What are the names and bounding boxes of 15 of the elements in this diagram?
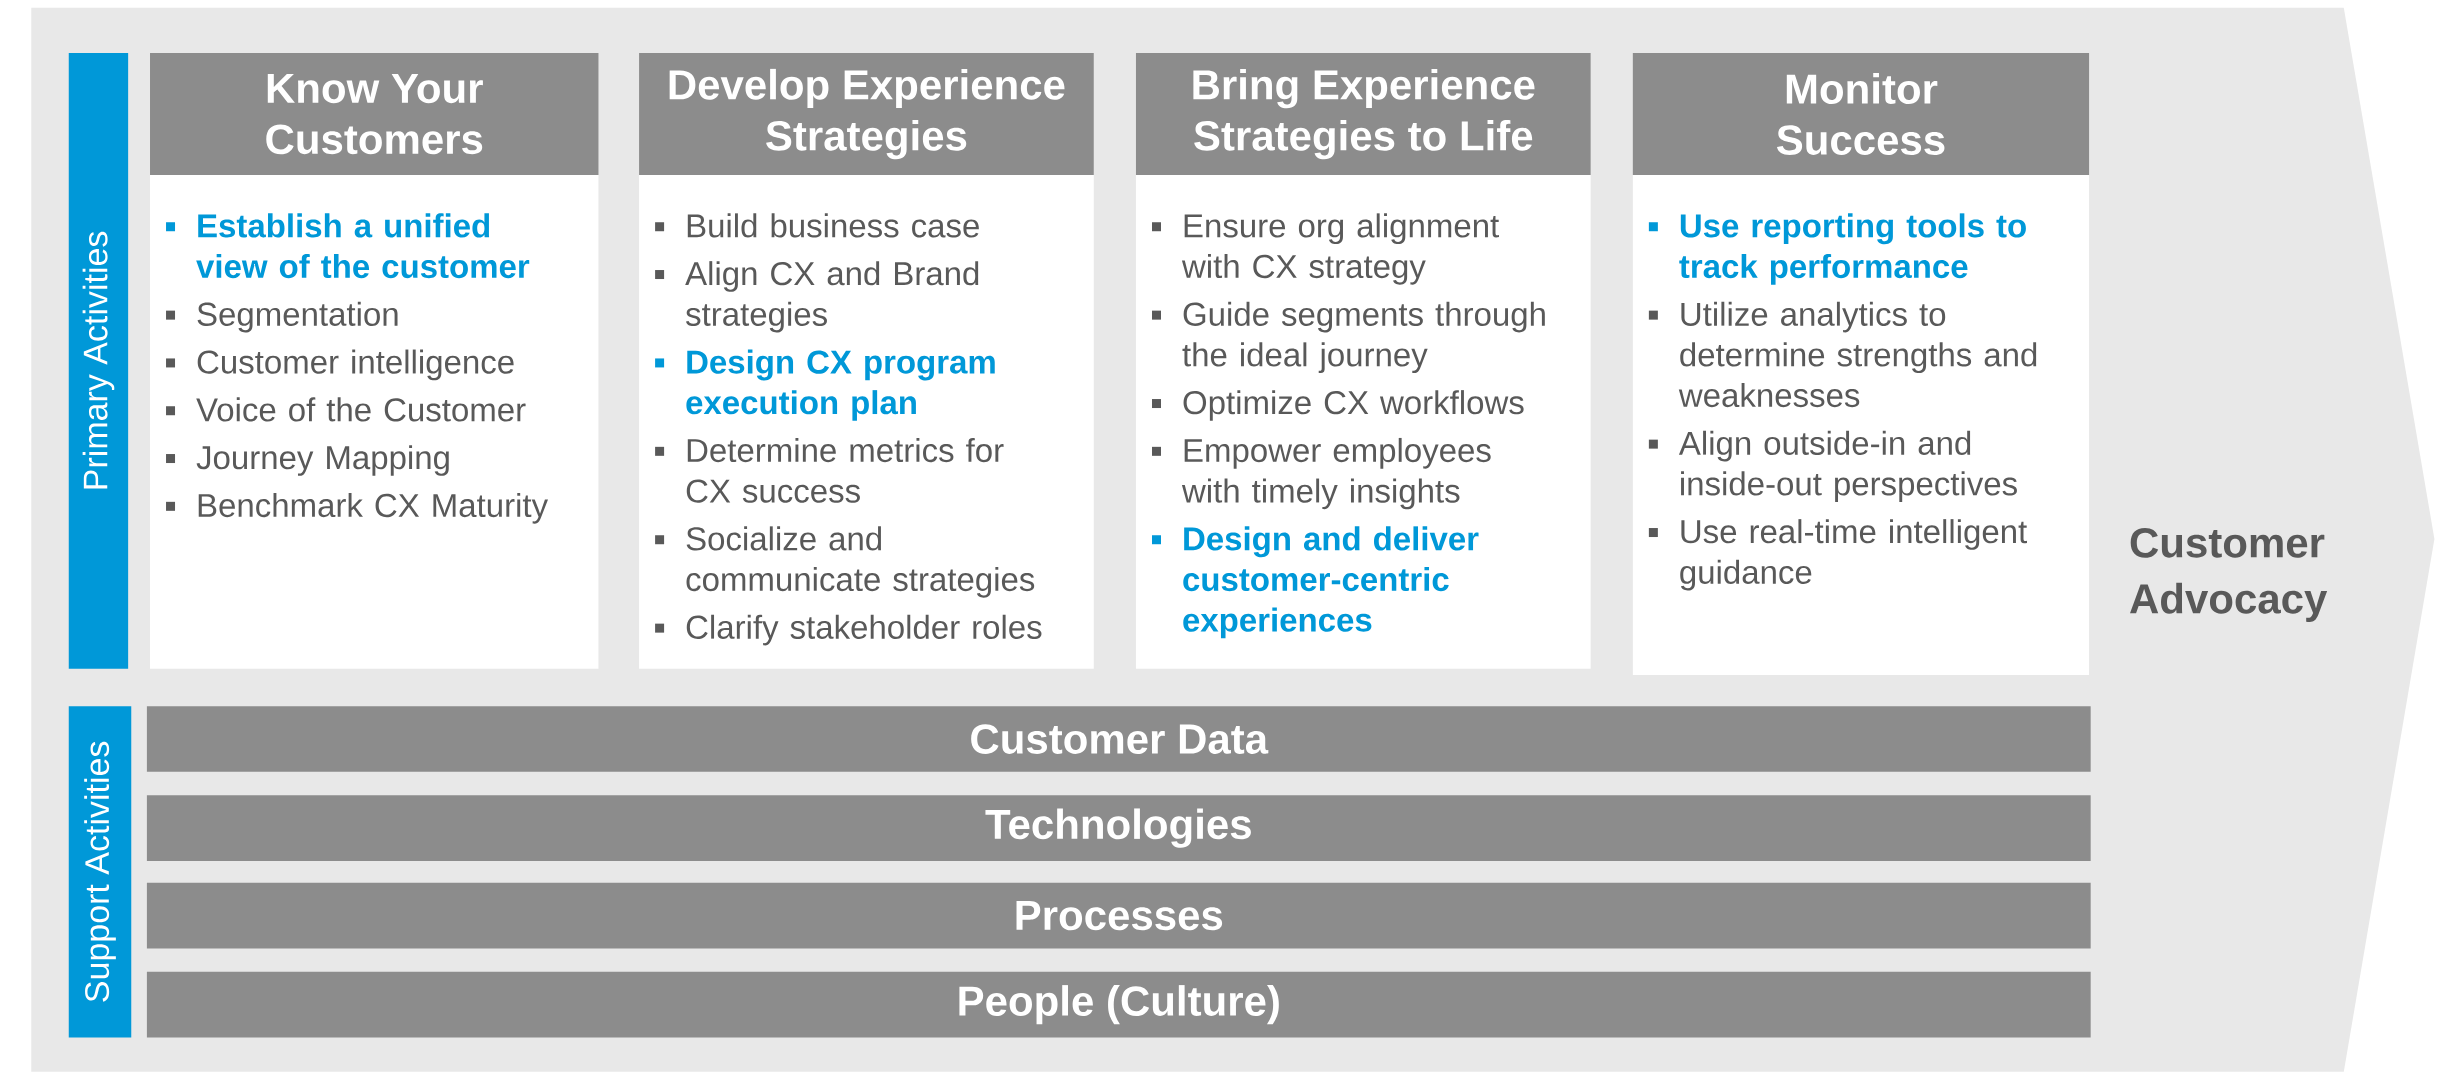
support-bar: Technologies [146,795,2091,861]
support-bar: Customer Data [146,706,2091,772]
outcome-label: Customer Advocacy [2130,527,2328,622]
activity-list-box: Use reporting tools to track performance Utilize analytics to determine strengths and weaknesses Align outside-in and inside-out perspectives Use real-time intelligent guidance [1632,174,2090,675]
column-header: Develop Experience Strategies [639,52,1094,175]
support-bar: Processes [146,882,2091,949]
activity-list-box: Build business case Align CX and Brand strategies Design CX program execution plan Determine metrics for CX success Socialize and communicate strategies Clarify stakeholder roles [639,174,1094,669]
column-header: Know Your Customers [150,52,599,175]
support-bar: People (Culture) [146,971,2091,1038]
vertical-band: Primary Activities [68,52,129,669]
column-header: Bring Experience Strategies to Life [1135,52,1591,175]
vertical-band: Support Activities [68,706,132,1038]
column-header: Monitor Success [1632,52,2090,175]
activity-list-box: Establish a unified view of the customer Segmentation Customer intelligence Voice of the Customer Journey Mapping Benchmark CX Maturity [150,174,599,669]
activity-list-box: Ensure org alignment with CX strategy Guide segments through the ideal journey Optimize CX workflows Empower employees with timely insights Design and deliver customer-centric experiences [1135,174,1591,669]
